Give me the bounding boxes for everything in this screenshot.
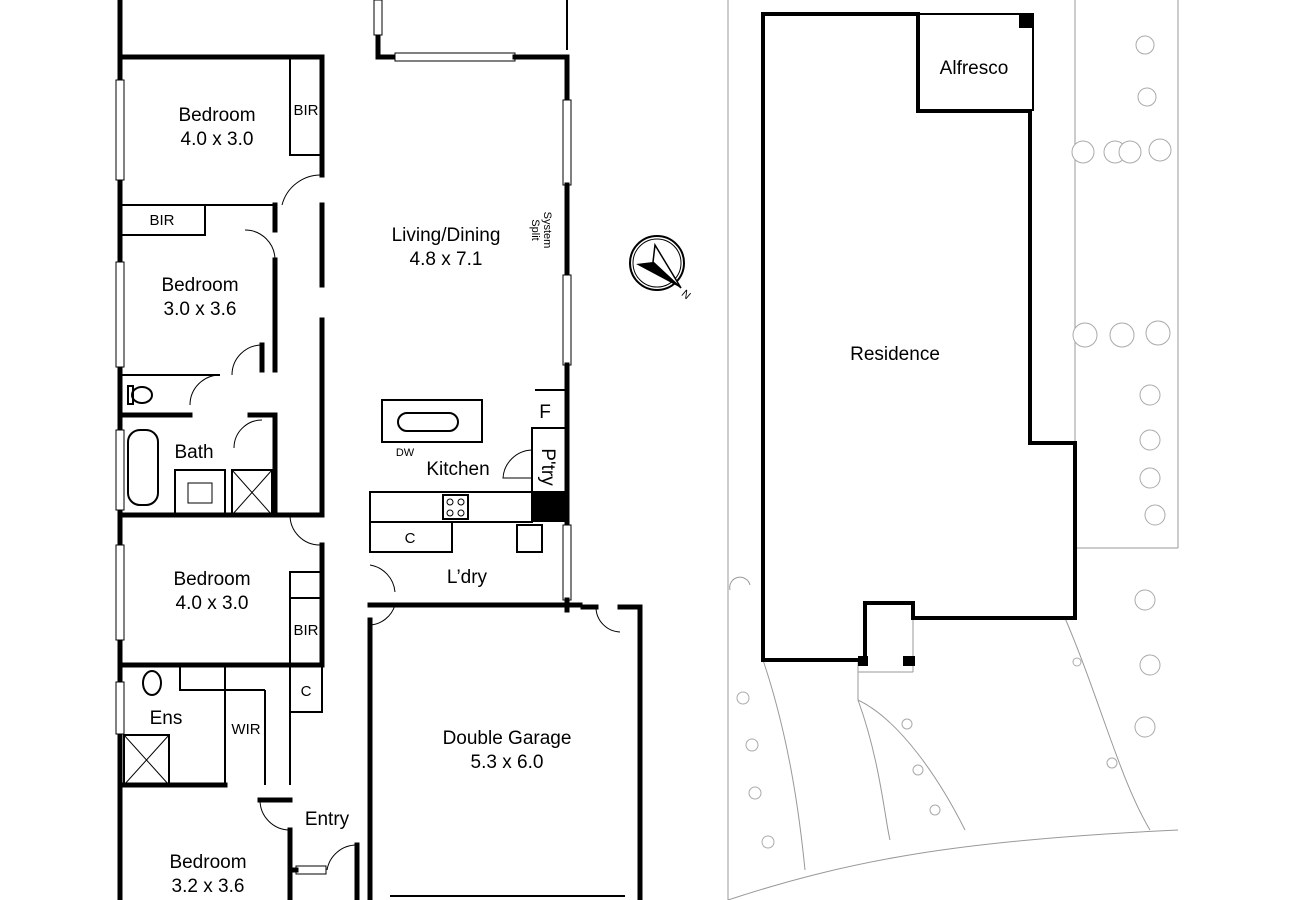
entry-label: Entry [305, 809, 350, 830]
bir-1 [289, 56, 323, 156]
room-size: 5.3 x 6.0 [471, 752, 544, 773]
bath-label: Bath [174, 442, 213, 463]
north-compass-icon [629, 235, 685, 291]
cupboard-c1 [369, 521, 453, 553]
cupboard-label: C [405, 530, 416, 547]
kitchen-label: Kitchen [426, 459, 489, 480]
room-size: 4.8 x 7.1 [410, 249, 483, 270]
floor-plan [115, 0, 685, 900]
residence-outline [761, 12, 1077, 662]
site-plan: Alfresco Residence [727, 0, 1179, 900]
room-name: Bedroom [161, 275, 238, 296]
wir-label: WIR [231, 721, 260, 738]
north-label: N [679, 288, 693, 302]
bir-label: BIR [293, 102, 318, 119]
laundry-label: L’dry [447, 567, 488, 588]
vanity-icon [174, 469, 226, 516]
room-size: 4.0 x 3.0 [181, 129, 254, 150]
bir-3 [289, 571, 323, 666]
room-size: 3.2 x 3.6 [172, 876, 245, 897]
cooktop-icon [442, 494, 469, 520]
room-size: 3.0 x 3.6 [164, 299, 237, 320]
room-name: Double Garage [443, 728, 572, 749]
kitchen-island [381, 399, 483, 443]
split-system-label: Split [529, 219, 541, 240]
bir-label: BIR [149, 212, 174, 229]
pantry-label: P'try [537, 448, 558, 486]
bathtub-icon [127, 429, 159, 506]
dw-label: DW [396, 447, 415, 459]
sink-icon [397, 412, 459, 432]
ensuite-label: Ens [150, 708, 183, 729]
trough-icon [516, 524, 543, 553]
cupboard-c2 [289, 664, 323, 713]
door-swing [281, 174, 323, 206]
kitchen-bench [369, 491, 533, 523]
room-name: Living/Dining [392, 225, 501, 246]
room-labels: Bedroom 4.0 x 3.0 BIR BIR Bedroom 3.0 x … [149, 102, 692, 897]
alfresco-label: Alfresco [940, 58, 1009, 79]
sliding-door [394, 52, 516, 62]
bir-2 [119, 204, 206, 236]
bir-label: BIR [293, 622, 318, 639]
room-name: Bedroom [169, 852, 246, 873]
windows-left [115, 79, 125, 735]
cupboard-label: C [301, 683, 312, 700]
room-name: Bedroom [173, 569, 250, 590]
split-system-label: System [541, 212, 553, 249]
residence-label: Residence [850, 344, 940, 365]
toilet-icon [131, 386, 153, 404]
tree-icons [736, 35, 1172, 849]
room-size: 4.0 x 3.0 [176, 593, 249, 614]
room-name: Bedroom [178, 105, 255, 126]
fridge-label: F [539, 402, 551, 423]
